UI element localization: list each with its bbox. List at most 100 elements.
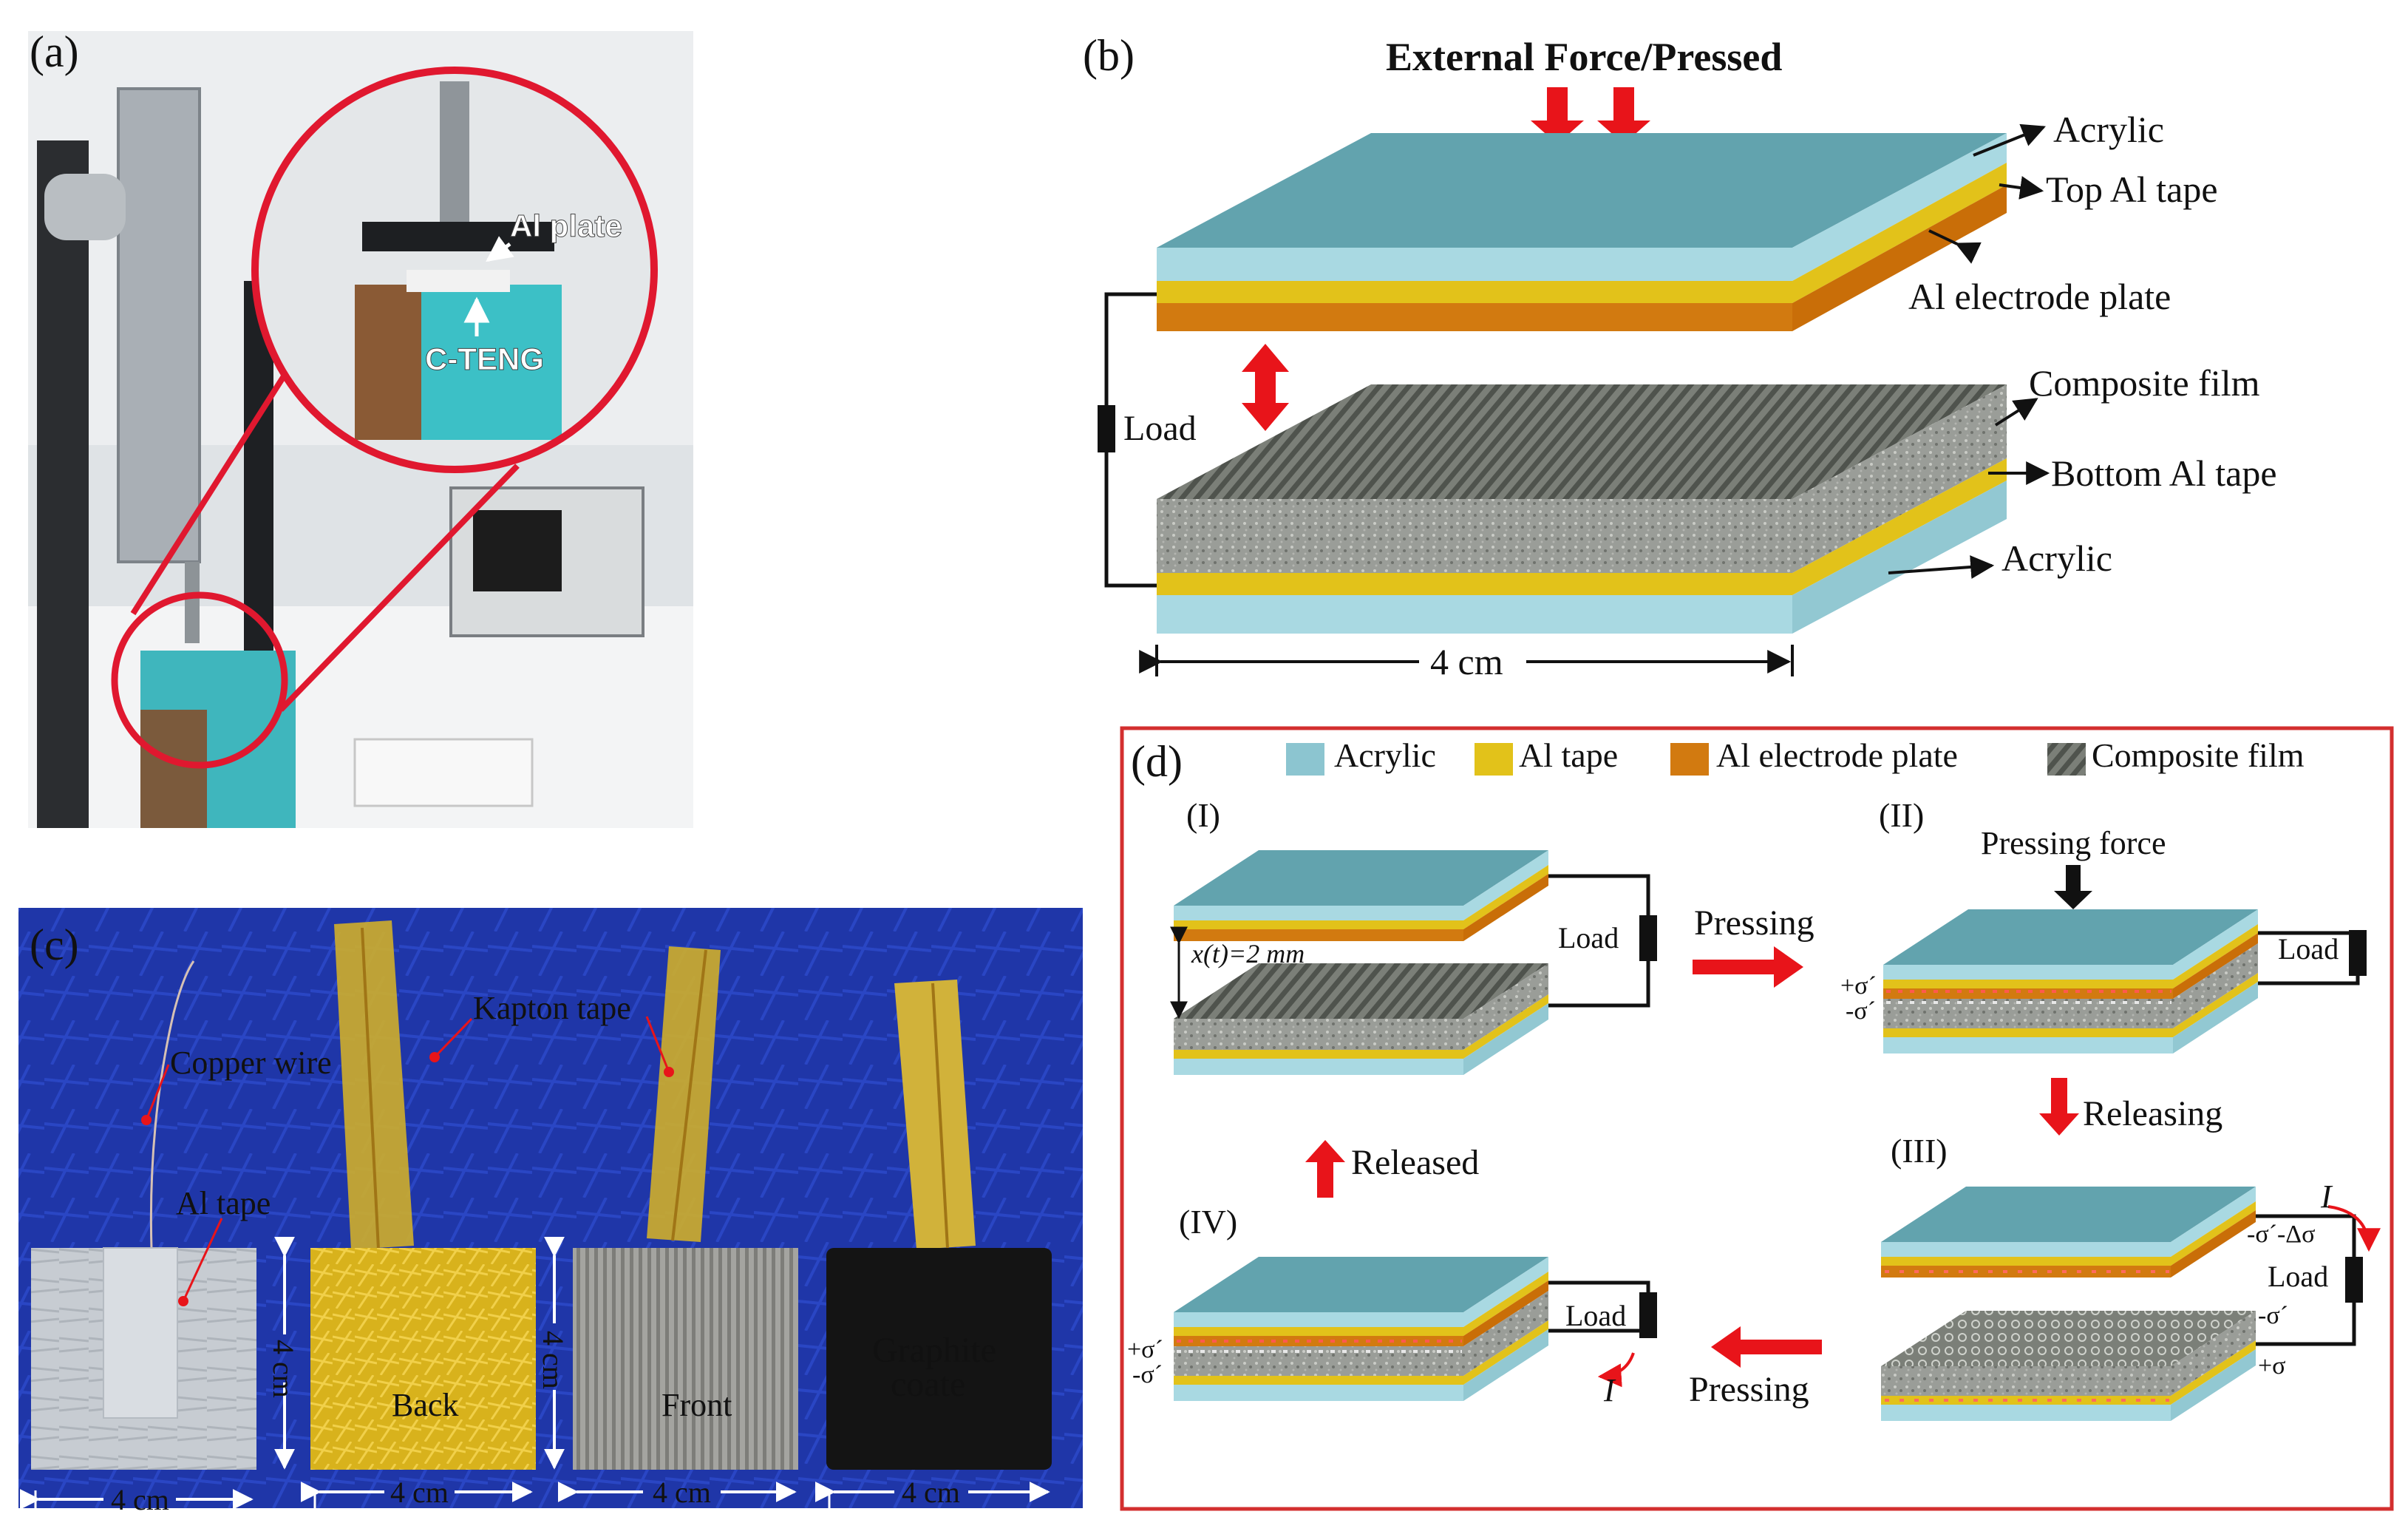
acrylic-side (1463, 1003, 1548, 1075)
al-tape-side (2171, 1340, 2256, 1405)
rig-motor (44, 174, 126, 240)
al-tape-label: Al tape (176, 1185, 271, 1221)
charge-top: -σ´-Δσ (2247, 1221, 2316, 1248)
legend-swatch-acrylic (1286, 743, 1324, 776)
kapton-strip-wire (931, 983, 949, 1249)
load-resistor (2349, 930, 2367, 976)
sample-back-name: Back (392, 1387, 458, 1423)
panel-a: Al plate C-TENG (a) (28, 27, 693, 828)
breadboard (353, 738, 534, 807)
panel-c: (c) Copper wire Al tape 4 cm 4 cm Kapton… (18, 908, 1083, 1516)
kapton-dot (664, 1067, 674, 1077)
electrode-side (1463, 1280, 1548, 1346)
al-tape-dot (178, 1296, 188, 1306)
electrode-side (1463, 874, 1548, 941)
label-acrylic-bottom: Acrylic (2001, 537, 2112, 579)
sample-graphite-name-line2: coate (891, 1365, 965, 1404)
zoom-al-plate (407, 270, 510, 292)
al-tape-front (1883, 980, 2173, 988)
electrode-front (1174, 929, 1463, 941)
zoom-plate (362, 222, 554, 251)
film-side (1463, 1291, 1548, 1376)
label-top-al-tape: Top Al tape (2046, 169, 2218, 210)
panel-d-frame (1120, 726, 2394, 1511)
copper-wire-leader (145, 1064, 170, 1121)
top-al-tape-front (1157, 281, 1792, 303)
film-side (2173, 943, 2258, 1028)
stage-i: (I) x(t)=2 mm Load (1170, 796, 1657, 1075)
zoom-connector (130, 338, 310, 616)
force-arrow (1531, 87, 1584, 144)
copper-wire-label: Copper wire (170, 1045, 332, 1081)
dim-label: 4 cm (1430, 641, 1503, 682)
panel-b: (b) External Force/Pressed Load Acrylic … (1083, 31, 2277, 682)
acrylic-front (1174, 906, 1463, 920)
kapton-strip (334, 920, 414, 1249)
zoom-connector (279, 464, 520, 712)
top-al-tape-side (1792, 163, 2007, 303)
sample-3-height: 4 cm (537, 1331, 570, 1389)
current-arrow (1597, 1352, 1635, 1388)
rig-frame (37, 140, 89, 828)
sample-graphite-name-line1: Graphite (872, 1331, 996, 1370)
stage-iii: (III) Load I -σ´-Δσ -σ´ +σ (1881, 1132, 2381, 1421)
gap-label: x(t)=2 mm (1191, 939, 1305, 968)
rig-column (117, 87, 201, 563)
legend-electrode: Al electrode plate (1716, 736, 1958, 774)
sample-1-height: 4 cm (267, 1340, 300, 1398)
bottom-acrylic-front (1157, 595, 1792, 634)
label-pressing-1: Pressing (1694, 903, 1814, 943)
stage-iv-label: (IV) (1179, 1203, 1237, 1241)
bottom-acrylic-side (1792, 481, 2007, 634)
zoom-large-circle (251, 67, 658, 473)
sample-1-width: 4 cm (111, 1483, 169, 1516)
leader (1928, 229, 1982, 264)
al-tape-front (1174, 1050, 1463, 1059)
al-tape-side (1463, 994, 1548, 1059)
al-tape-front (1881, 1257, 2171, 1266)
stage-ii-label: (II) (1879, 796, 1924, 834)
rig-rod (185, 562, 200, 643)
label-released: Released (1351, 1143, 1479, 1182)
stage-ii: (II) Pressing force +σ´ -σ´ Load (1840, 796, 2367, 1053)
al-tape-side (2171, 1201, 2256, 1266)
film-front (1881, 1366, 2171, 1396)
panel-b-title: External Force/Pressed (1386, 35, 1782, 79)
zoom-small-circle (111, 591, 288, 769)
panel-a-label: (a) (30, 27, 79, 76)
arrow-releasing (2039, 1078, 2079, 1136)
charge-bottom: +σ (2258, 1352, 2286, 1380)
al-electrode-side (1792, 185, 2007, 331)
al-plate-callout: Al plate (510, 208, 622, 243)
bottom-al-tape-side (1792, 458, 2007, 595)
oscilloscope-screen (473, 510, 562, 591)
copper-wire-dot (141, 1115, 152, 1125)
al-tape-leader (182, 1218, 223, 1302)
al-tape-front (1174, 920, 1463, 929)
al-tape-side (2173, 973, 2258, 1037)
acrylic-face (1174, 850, 1548, 906)
al-tape-side (1463, 1272, 1548, 1336)
copper-wire (149, 960, 195, 1250)
acrylic-side (1463, 1257, 1548, 1327)
arrow-released (1305, 1140, 1345, 1198)
sample-3-width: 4 cm (653, 1476, 711, 1509)
sample-front (573, 1248, 798, 1470)
composite-film-front (1157, 499, 1792, 573)
film-side (1463, 963, 1548, 1050)
charge-mid: -σ´ (2258, 1302, 2288, 1329)
arrow-pressing-2 (1711, 1326, 1822, 1368)
load-label: Load (1565, 1299, 1626, 1332)
sample-graphite (826, 1248, 1052, 1470)
kapton-leader (645, 1016, 670, 1073)
leader (1888, 555, 1995, 580)
acrylic-face (1174, 1257, 1548, 1312)
acrylic-front (1881, 1405, 2171, 1421)
al-tape-side (1463, 865, 1548, 929)
label-composite-film: Composite film (2029, 362, 2260, 404)
leader (1994, 398, 2038, 427)
charge-bottom: -σ´ (1846, 997, 1876, 1025)
load-label: Load (2268, 1260, 2328, 1293)
composite-film-face (1157, 384, 2007, 499)
al-electrode-front (1157, 303, 1792, 331)
